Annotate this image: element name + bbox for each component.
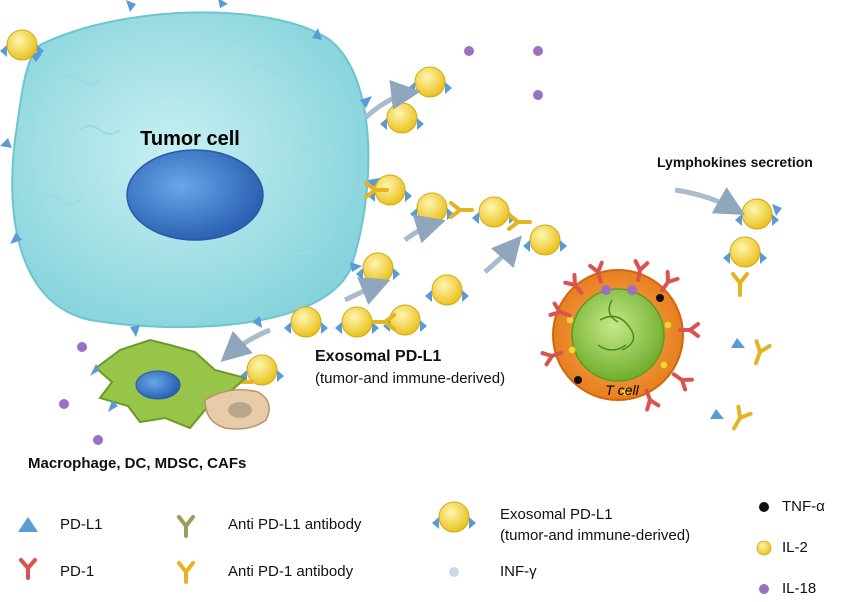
legend-il-18: IL-18: [782, 580, 817, 597]
il-2-icon: [756, 540, 772, 556]
anti-pd-1-antibody-icon: [177, 561, 195, 584]
arrow-icon: [220, 79, 746, 363]
legend-tnf-alpha: TNF-α: [782, 498, 825, 515]
legend-anti-pd-l1: Anti PD-L1 antibody: [228, 516, 362, 533]
lymphokines-label: Lymphokines secretion: [657, 154, 813, 170]
tnf-alpha-icon: [759, 502, 769, 512]
legend-exosome-line1: Exosomal PD-L1: [500, 506, 613, 523]
cytokine-dot-icon: [59, 46, 543, 445]
pd-1-icon: [19, 558, 37, 580]
legend-il-2: IL-2: [782, 539, 808, 556]
immune-cells-label: Macrophage, DC, MDSC, CAFs: [28, 455, 247, 472]
exosome-icon: [0, 29, 45, 61]
legend-exosome-line2: (tumor-and immune-derived): [500, 527, 691, 544]
tumor-cell-label: Tumor cell: [140, 128, 240, 150]
macrophage-icon: [90, 338, 270, 430]
t-cell-icon: [540, 259, 700, 412]
legend-pd-1: PD-1: [60, 563, 95, 580]
legend-pd-l1: PD-L1: [60, 516, 103, 533]
t-cell-label: T cell: [605, 382, 639, 398]
il-18-icon: [759, 584, 769, 594]
tumor-cell-icon: [0, 0, 380, 337]
exosome-legend-icon: [431, 501, 477, 533]
inf-gamma-icon: [449, 567, 459, 577]
legend-anti-pd-1: Anti PD-1 antibody: [228, 563, 354, 580]
exosomal-source-label: (tumor-and immune-derived): [315, 370, 506, 387]
pd-l1-icon: [18, 517, 38, 532]
exosomal-pd-l1-label: Exosomal PD-L1: [315, 348, 442, 365]
anti-pd-l1-antibody-icon: [177, 515, 195, 538]
legend-inf-gamma: INF-γ: [500, 563, 537, 580]
